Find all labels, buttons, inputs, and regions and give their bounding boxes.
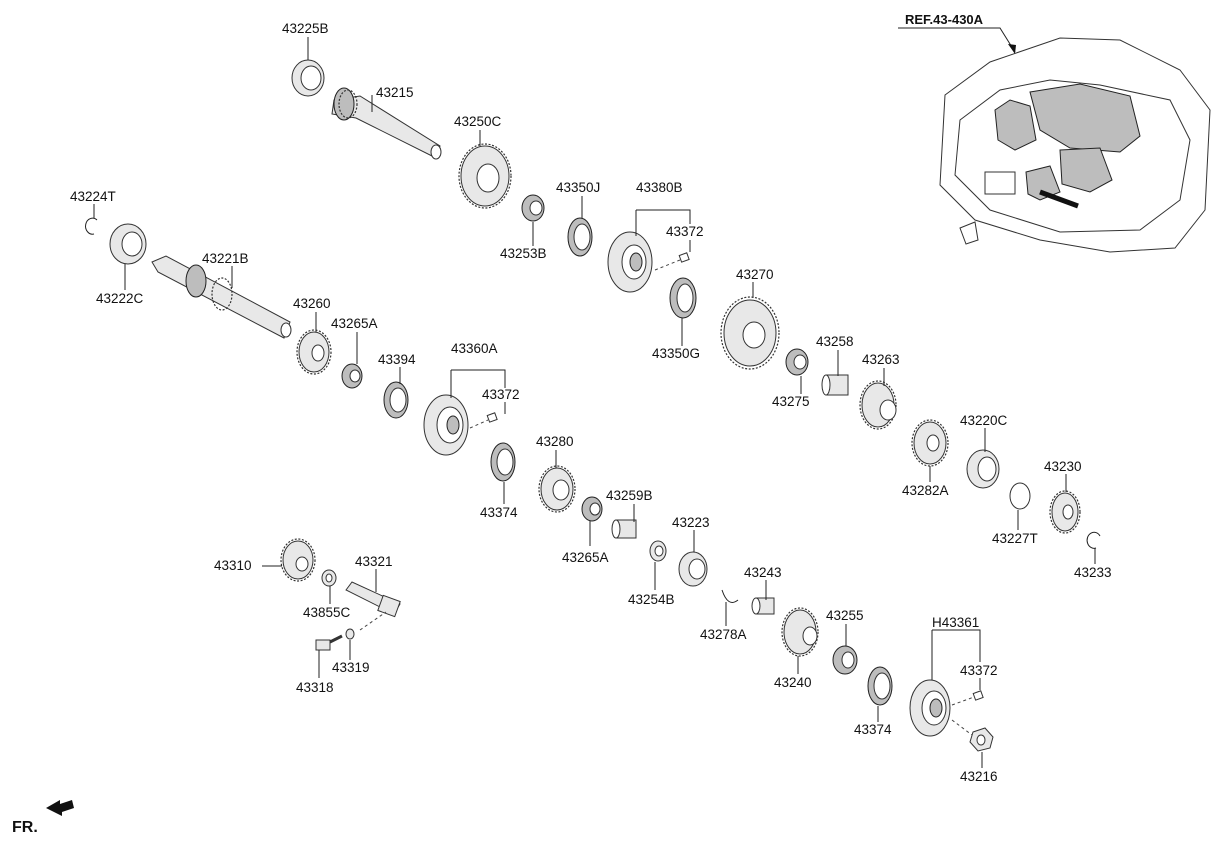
label-43265A-left: 43265A (331, 316, 378, 331)
part-43260-gear[interactable] (296, 329, 332, 375)
label-43216: 43216 (960, 769, 998, 784)
label-43265A-middle: 43265A (562, 550, 609, 565)
label-43254B: 43254B (628, 592, 675, 607)
part-43350G-synchro-ring[interactable] (669, 277, 697, 319)
label-43255: 43255 (826, 608, 864, 623)
part-43263-gear[interactable] (859, 380, 897, 430)
transmission-reference-inset (939, 37, 1211, 253)
part-43374-synchro-ring-lower[interactable] (867, 666, 893, 706)
label-43374-middle: 43374 (480, 505, 518, 520)
reference-label: REF.43-430A (905, 12, 984, 27)
label-43260: 43260 (293, 296, 331, 311)
label-43319: 43319 (332, 660, 370, 675)
part-43240-gear[interactable] (781, 607, 819, 657)
part-43372-key-upper[interactable] (654, 252, 690, 271)
label-H43361: H43361 (932, 615, 979, 630)
part-43318-bolt[interactable] (315, 634, 343, 651)
label-43280: 43280 (536, 434, 574, 449)
label-43250C: 43250C (454, 114, 502, 129)
part-43374-synchro-ring-middle[interactable] (490, 442, 516, 482)
label-43350G: 43350G (652, 346, 700, 361)
part-43372-key-lower[interactable] (951, 690, 984, 706)
label-43310: 43310 (214, 558, 252, 573)
label-43270: 43270 (736, 267, 774, 282)
reference-arrow (1008, 44, 1016, 54)
label-43372-upper: 43372 (666, 224, 704, 239)
part-43310-reverse-idler-gear[interactable] (280, 538, 316, 582)
part-43350J-synchro-ring[interactable] (567, 217, 593, 257)
label-43360A: 43360A (451, 341, 498, 356)
label-43318: 43318 (296, 680, 334, 695)
label-43263: 43263 (862, 352, 900, 367)
part-43250C-gear[interactable] (458, 143, 512, 209)
part-43224T-snap-ring[interactable] (85, 217, 98, 235)
part-43319-washer[interactable] (345, 628, 355, 640)
part-43270-gear[interactable] (720, 296, 780, 370)
part-43220C-bearing[interactable] (966, 449, 1000, 489)
part-43360A-synchro-hub[interactable] (423, 394, 469, 456)
label-43372-middle: 43372 (482, 387, 520, 402)
part-43265A-needle-bearing-middle[interactable] (581, 496, 603, 522)
part-43222C-bearing[interactable] (109, 223, 147, 265)
label-43374-lower: 43374 (854, 722, 892, 737)
label-43394: 43394 (378, 352, 416, 367)
part-43321-idler-shaft[interactable] (345, 581, 401, 631)
part-43225B-bearing[interactable] (291, 59, 325, 97)
part-43230-gear[interactable] (1049, 490, 1081, 534)
label-43220C: 43220C (960, 413, 1008, 428)
leader-lines (93, 37, 1096, 768)
front-arrow-icon (46, 800, 74, 816)
part-43233-snap-ring[interactable] (1086, 531, 1101, 549)
label-43275: 43275 (772, 394, 810, 409)
label-43380B: 43380B (636, 180, 683, 195)
label-43243: 43243 (744, 565, 782, 580)
label-43223: 43223 (672, 515, 710, 530)
label-43372-lower: 43372 (960, 663, 998, 678)
part-43394-synchro-ring[interactable] (383, 381, 409, 419)
label-43258: 43258 (816, 334, 854, 349)
label-43222C: 43222C (96, 291, 144, 306)
part-43282A-gear[interactable] (911, 419, 949, 467)
label-43253B: 43253B (500, 246, 547, 261)
label-43227T: 43227T (992, 531, 1038, 546)
label-43278A: 43278A (700, 627, 747, 642)
part-43278A-snap-ring[interactable] (721, 589, 739, 603)
part-43243-bushing[interactable] (751, 597, 775, 615)
label-43855C: 43855C (303, 605, 351, 620)
label-43321: 43321 (355, 554, 393, 569)
part-43253B-needle-bearing[interactable] (521, 194, 545, 222)
label-43350J: 43350J (556, 180, 600, 195)
part-43227T-snap-ring[interactable] (1009, 482, 1031, 510)
reference-leader (898, 27, 1016, 53)
part-43216-lock-nut[interactable] (951, 719, 994, 752)
label-43259B: 43259B (606, 488, 653, 503)
part-43372-key-middle[interactable] (469, 412, 498, 429)
part-43265A-needle-bearing-left[interactable] (341, 363, 363, 389)
part-43254B-washer[interactable] (649, 540, 667, 562)
label-43215: 43215 (376, 85, 414, 100)
label-43240: 43240 (774, 675, 812, 690)
label-43221B: 43221B (202, 251, 249, 266)
label-43225B: 43225B (282, 21, 329, 36)
part-43280-gear[interactable] (538, 465, 576, 513)
part-43855C-washer[interactable] (321, 569, 337, 587)
part-43258-bushing[interactable] (821, 374, 849, 396)
part-H43361-synchro-hub[interactable] (909, 679, 951, 737)
part-43259B-bushing[interactable] (611, 519, 637, 539)
part-43215-input-shaft[interactable] (331, 87, 442, 160)
part-43223-bearing[interactable] (678, 551, 708, 587)
front-indicator-label: FR. (12, 819, 38, 836)
label-43230: 43230 (1044, 459, 1082, 474)
label-43224T: 43224T (70, 189, 116, 204)
part-43275-needle-bearing[interactable] (785, 348, 809, 376)
part-43380B-synchro-hub[interactable] (607, 231, 653, 293)
label-43282A: 43282A (902, 483, 949, 498)
part-43255-needle-bearing[interactable] (832, 645, 858, 675)
label-43233: 43233 (1074, 565, 1112, 580)
part-43221B-output-shaft[interactable] (151, 255, 292, 339)
